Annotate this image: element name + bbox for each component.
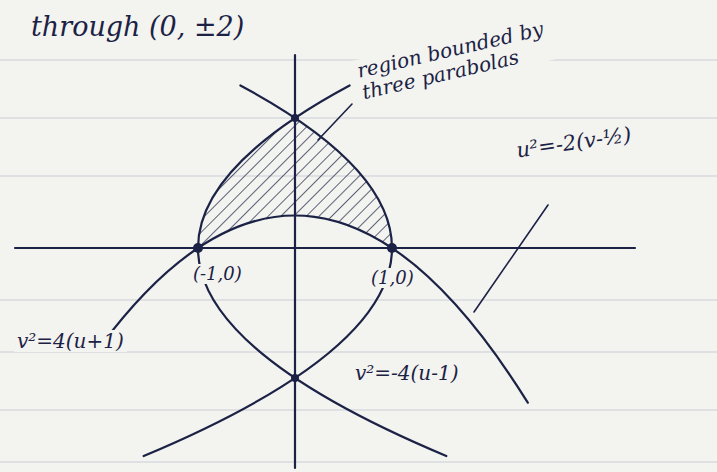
point xyxy=(387,243,397,253)
equation-label: u²=-2(v-½) xyxy=(512,123,636,163)
point xyxy=(291,374,299,382)
leader-line xyxy=(318,104,352,140)
point xyxy=(291,114,299,122)
parabola-right xyxy=(144,86,392,457)
note-text: through (0, ±2) xyxy=(28,12,247,42)
point-label: (-1,0) xyxy=(190,264,245,284)
ruled-lines xyxy=(0,60,717,462)
point-label: (1,0) xyxy=(368,268,417,288)
region-callout: region bounded by three parabolas xyxy=(352,3,611,103)
leader-line xyxy=(474,205,548,312)
u-axis xyxy=(15,247,635,249)
equation-label: v²=-4(u-1) xyxy=(352,362,462,384)
point xyxy=(193,243,203,253)
parabola-arch xyxy=(101,216,528,403)
equation-label: v²=4(u+1) xyxy=(14,330,127,352)
